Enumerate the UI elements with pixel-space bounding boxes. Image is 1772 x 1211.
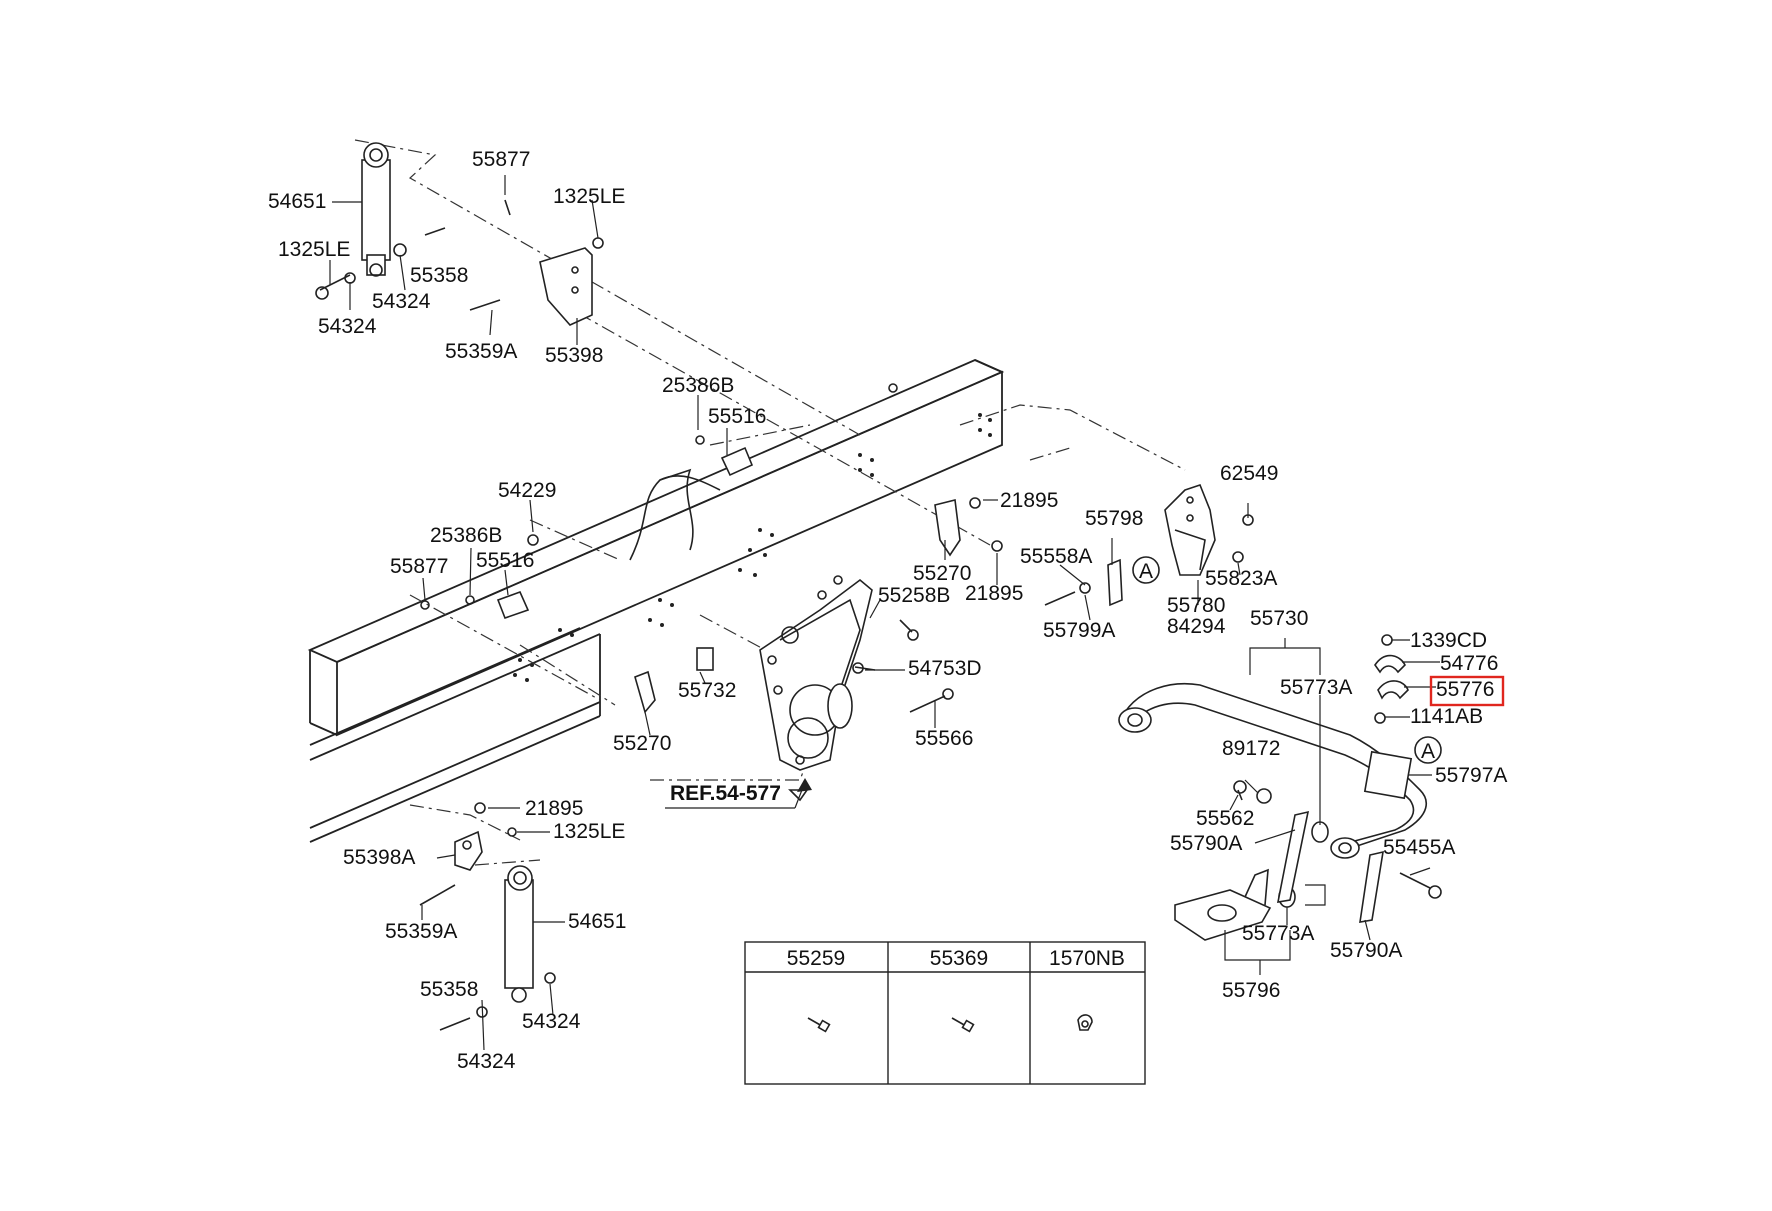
part-label: 55790A	[1330, 939, 1402, 962]
part-label: 55358	[410, 264, 468, 287]
part-label: 55270	[913, 562, 971, 585]
table-header-55369: 55369	[930, 947, 988, 970]
part-label: 54324	[318, 315, 377, 338]
part-label: 55359A	[385, 920, 457, 943]
part-label: 84294	[1167, 615, 1226, 638]
rail-holes	[513, 413, 992, 682]
table-header-55259: 55259	[787, 947, 845, 970]
part-label: 55558A	[1020, 545, 1092, 568]
part-label: 55877	[390, 555, 448, 578]
frame-rail	[307, 359, 1005, 843]
bracket-55398	[424, 199, 604, 326]
assembly-lines	[354, 139, 1186, 866]
part-label: 55258B	[878, 584, 950, 607]
part-label: 55398	[545, 344, 603, 367]
parts-table: 55259 55369 1570NB	[744, 941, 1146, 1085]
part-label: 55799A	[1043, 619, 1115, 642]
callout-a-1-label: A	[1139, 560, 1153, 583]
part-label: 21895	[525, 797, 583, 820]
part-label: 55780	[1167, 594, 1225, 617]
leader-lines	[329, 175, 1440, 1051]
part-label: 25386B	[430, 524, 502, 547]
part-label: 55773A	[1242, 922, 1314, 945]
part-label: 54753D	[908, 657, 982, 680]
part-label: 54229	[498, 479, 556, 502]
part-label: 1325LE	[553, 185, 625, 208]
part-label: 1325LE	[553, 820, 625, 843]
stabilizer-bar	[1118, 682, 1428, 908]
part-label: 54651	[568, 910, 626, 933]
highlight-box	[1429, 675, 1505, 707]
part-label: 55562	[1196, 807, 1254, 830]
part-label: 1141AB	[1410, 705, 1483, 728]
part-label: 55358	[420, 978, 478, 1001]
part-label: 54324	[522, 1010, 581, 1033]
part-label: 55877	[472, 148, 530, 171]
part-label: 55455A	[1383, 836, 1455, 859]
spring-hanger	[696, 575, 954, 802]
part-label: 55797A	[1435, 764, 1507, 787]
part-label: 1325LE	[278, 238, 350, 261]
part-label: 54776	[1440, 652, 1498, 675]
ref-arrow	[665, 778, 812, 809]
part-label: 54324	[372, 290, 431, 313]
callout-a-2: A	[1414, 736, 1442, 764]
part-label: 55359A	[445, 340, 517, 363]
part-label: 54651	[268, 190, 326, 213]
part-label: 55398A	[343, 846, 415, 869]
links-55790a	[1276, 810, 1442, 923]
shock-absorber-upper	[315, 142, 407, 300]
callout-a-1: A	[1132, 556, 1160, 584]
table-header-1570nb: 1570NB	[1049, 947, 1125, 970]
part-label: 55516	[476, 549, 534, 572]
part-label: 55790A	[1170, 832, 1242, 855]
highlighted-part-label: 55776	[1436, 678, 1494, 701]
bolt-icon-55369	[951, 1017, 975, 1033]
plates-55516	[420, 383, 898, 620]
clip-icon-1570nb	[1077, 1014, 1093, 1031]
part-label: 55773A	[1280, 676, 1352, 699]
part-label: 21895	[965, 582, 1023, 605]
clamps	[1374, 634, 1409, 724]
part-label: 55566	[915, 727, 973, 750]
callout-a-2-label: A	[1421, 740, 1435, 763]
bolt-icon-55259	[807, 1017, 831, 1033]
ref-label: REF.54-577	[670, 782, 781, 805]
part-label: 62549	[1220, 462, 1278, 485]
part-label: 21895	[1000, 489, 1058, 512]
part-label: 55798	[1085, 507, 1143, 530]
part-label: 55796	[1222, 979, 1280, 1002]
part-label: 55270	[613, 732, 671, 755]
part-label: 55516	[708, 405, 766, 428]
part-label: 54324	[457, 1050, 516, 1073]
part-label: 1339CD	[1410, 629, 1487, 652]
part-label: 89172	[1222, 737, 1280, 760]
brackets-55270	[634, 497, 1003, 714]
bracket-plate-55796	[1174, 868, 1272, 941]
shock-absorber-lower	[419, 802, 556, 1031]
part-label: 55730	[1250, 607, 1308, 630]
right-bracket-55780	[1044, 484, 1254, 607]
part-label: 55823A	[1205, 567, 1277, 590]
part-label: 25386B	[662, 374, 734, 397]
part-label: 55732	[678, 679, 736, 702]
part-labels: 54651 1325LE 55877 1325LE 55358 54324 54…	[268, 148, 1507, 1073]
